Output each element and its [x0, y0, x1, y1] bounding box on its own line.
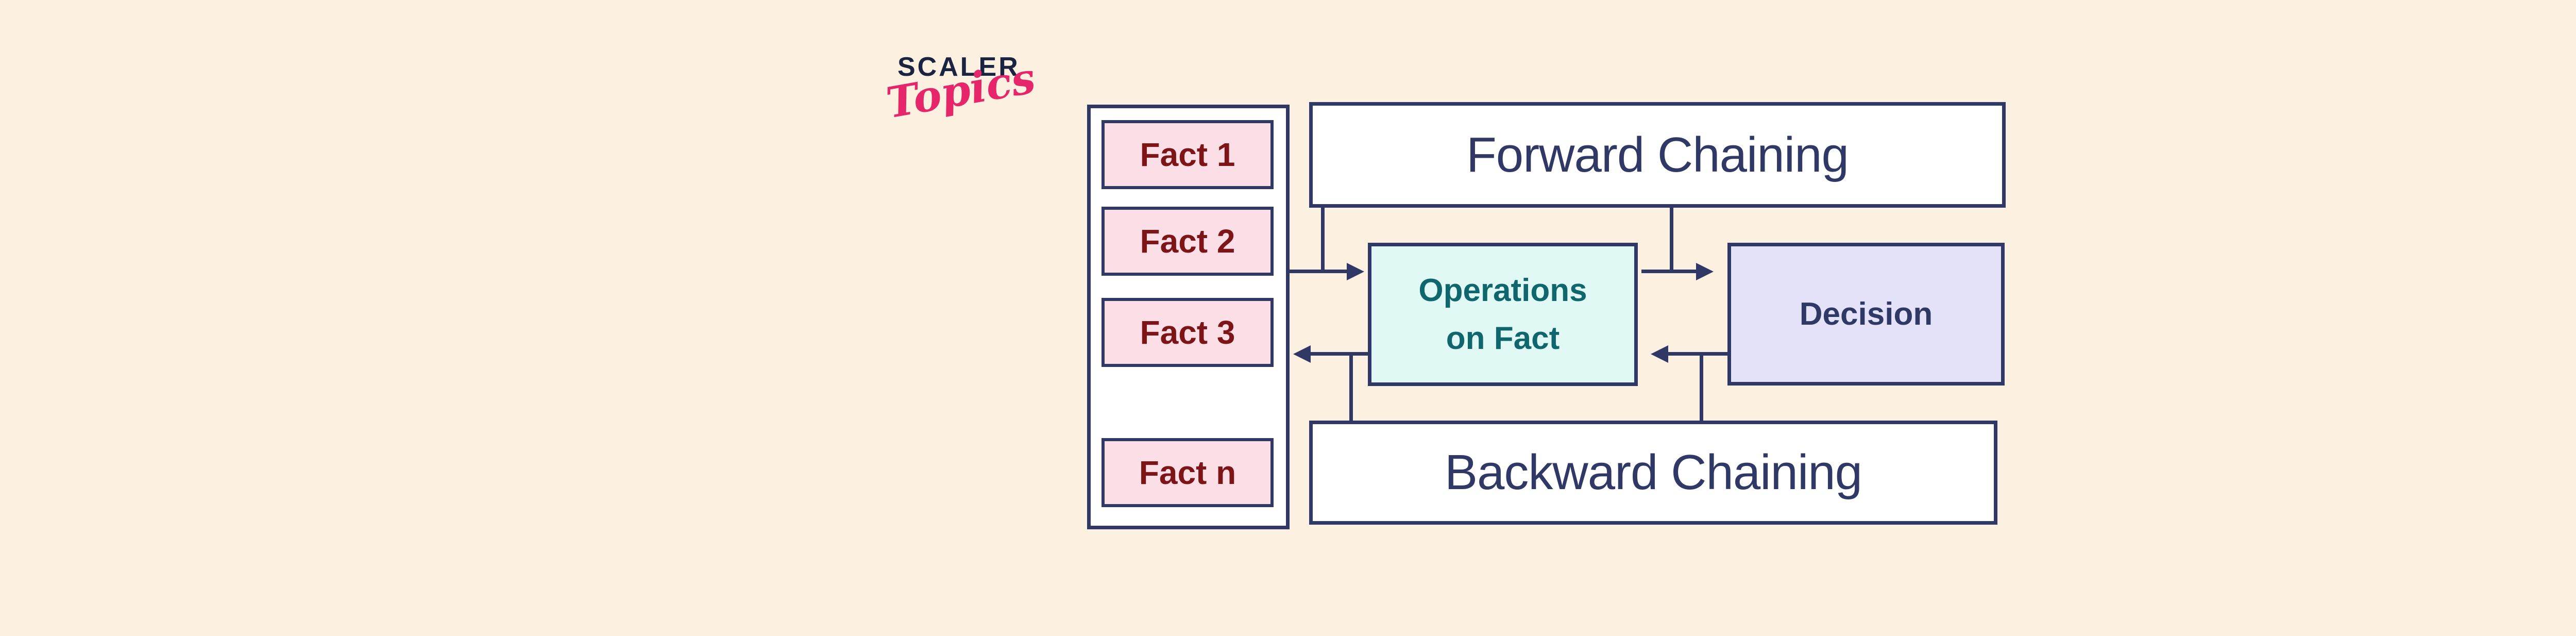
arrowhead-right-icon [1347, 263, 1364, 280]
connector-forward-drop-left [1321, 206, 1325, 273]
decision-label: Decision [1799, 296, 1933, 332]
fact-box-2: Fact 2 [1101, 207, 1274, 276]
connector-operations-to-decision [1641, 270, 1697, 273]
logo-brand-text: SCALER [897, 52, 1020, 82]
backward-chaining-box: Backward Chaining [1309, 421, 2006, 531]
arrowhead-right-icon [1696, 263, 1714, 280]
operations-on-fact-label: Operations on Fact [1418, 273, 1587, 356]
scaler-topics-logo: SCALER Topics [876, 46, 1046, 175]
connector-backward-rise-left [1349, 352, 1353, 421]
fact-box-3: Fact 3 [1101, 298, 1274, 367]
arrowhead-left-icon [1293, 345, 1311, 363]
connector-forward-drop-right [1670, 206, 1673, 273]
connector-facts-to-operations [1290, 270, 1349, 273]
forward-chaining-label: Forward Chaining [1466, 127, 1849, 182]
fact-box-n: Fact n [1101, 438, 1274, 507]
fact-box-1: Fact 1 [1101, 120, 1274, 189]
connector-decision-to-operations [1667, 352, 1729, 356]
operations-on-fact-box: Operations on Fact [1368, 243, 1646, 393]
connector-backward-rise-right [1700, 352, 1703, 421]
forward-chaining-box: Forward Chaining [1309, 102, 2014, 214]
arrowhead-left-icon [1651, 345, 1668, 363]
backward-chaining-label: Backward Chaining [1444, 445, 1862, 500]
connector-operations-to-facts [1310, 352, 1371, 356]
decision-box: Decision [1727, 243, 2013, 392]
